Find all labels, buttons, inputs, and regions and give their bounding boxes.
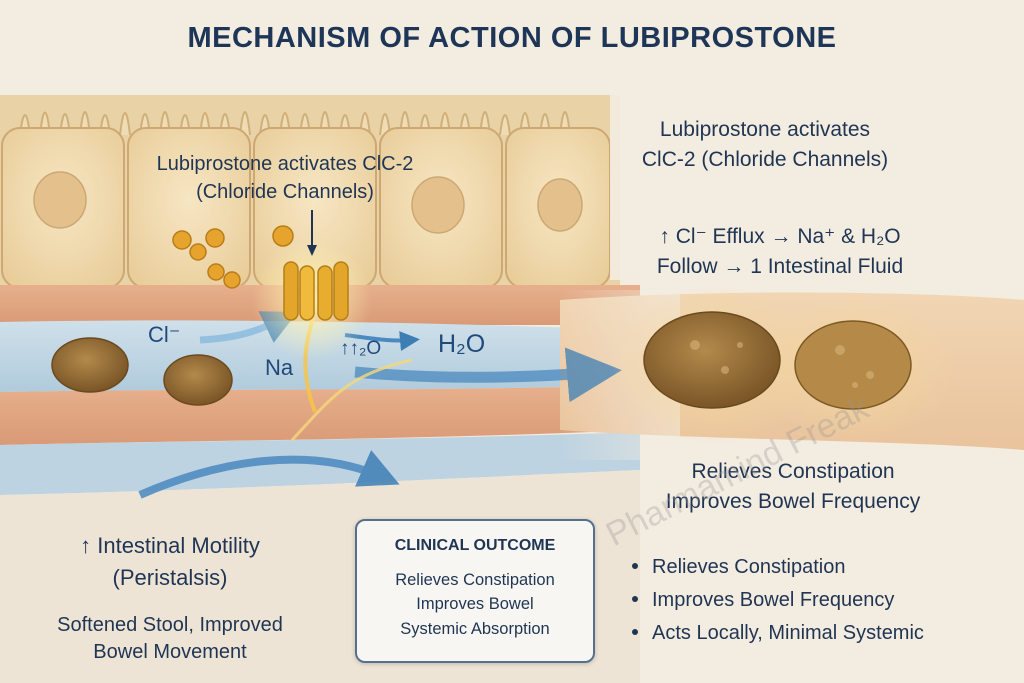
molecule [205,228,225,248]
fluid-flow-arrows [138,311,622,499]
molecule [223,271,241,289]
list-item-text: Relieves Constipation [652,556,846,578]
label-line: Follow → 1 Intestinal Fluid [656,255,904,278]
molecule [172,230,192,250]
microvilli [19,111,571,136]
label-line: (Peristalsis) [112,565,228,590]
motility-arrow [138,450,400,499]
label-line: ↑ Intestinal Motility [80,533,260,558]
lubiprostone-molecules [172,225,294,289]
outcome-line: Relieves Constipation [395,571,555,589]
bullet-icon [632,629,638,636]
list-item: Improves Bowel Frequency [628,585,924,618]
label-line: Softened Stool, Improved [57,614,283,636]
chloride-efflux-label: ↑ Cl⁻ Efflux → Na⁺ & H₂O Follow → 1 Inte… [615,222,945,282]
label-line: ↑ Cl⁻ Efflux → Na⁺ & H₂O [659,225,901,248]
clc2-channel [252,210,372,360]
molecule [189,243,207,261]
clinical-outcome-box: CLINICAL OUTCOME Relieves Constipation I… [355,519,595,663]
epithelial-cell-layer [0,95,620,290]
bullet-icon [632,596,638,603]
benefit-list: Relieves Constipation Improves Bowel Fre… [628,552,924,651]
cell-nucleus [411,176,465,234]
fluid-to-lumen-arrow [354,347,622,403]
cell-nucleus [537,178,583,232]
cell-nucleus [33,171,87,229]
label-line: Bowel Movement [93,641,247,663]
clinical-outcome-title: CLINICAL OUTCOME [394,537,556,554]
list-item: Relieves Constipation [628,552,924,585]
softened-stool [794,320,912,410]
list-item-text: Improves Bowel Frequency [652,589,895,611]
sodium-ion-label: Na [265,355,294,380]
molecule [272,225,294,247]
channel-activation-label: Lubiprostone activates ClC-2 (Chloride C… [150,150,420,206]
hard-stool [163,354,233,406]
channel-glow-line [290,358,413,442]
diagram-title: MECHANISM OF ACTION OF LUBIPROSTONE [187,22,837,54]
outcome-line: Improves Bowel [416,595,534,613]
motility-label: ↑ Intestinal Motility (Peristalsis) [30,530,310,594]
softened-stool-label: Softened Stool, Improved Bowel Movement [30,612,310,666]
list-item: Acts Locally, Minimal Systemic [628,618,924,651]
chloride-ion-label: Cl⁻ [148,322,181,347]
molecule [207,263,225,281]
softened-stool [643,311,781,409]
list-item-text: Acts Locally, Minimal Systemic [652,622,924,644]
right-background [610,60,1024,280]
label-line: Relieves Constipation [691,460,895,483]
label-line: Improves Bowel Frequency [665,490,921,513]
stool-lumps [51,285,955,445]
bullet-icon [632,563,638,570]
pointer-arrowhead [307,245,317,256]
hard-stool [51,337,129,393]
label-line: ClC-2 (Chloride Channels) [641,148,889,171]
label-line: (Chloride Channels) [196,181,374,203]
water-label: H₂O [438,330,486,358]
water-label-small: ↑↑₂O [340,338,382,359]
relief-label: Relieves Constipation Improves Bowel Fre… [628,457,958,517]
outcome-line: Systemic Absorption [400,620,550,638]
intestinal-wall [0,385,640,445]
label-line: Lubiprostone activates ClC-2 [156,153,414,175]
label-line: Lubiprostone activates [659,118,871,141]
mechanism-summary-label: Lubiprostone activates ClC-2 (Chloride C… [600,115,930,175]
